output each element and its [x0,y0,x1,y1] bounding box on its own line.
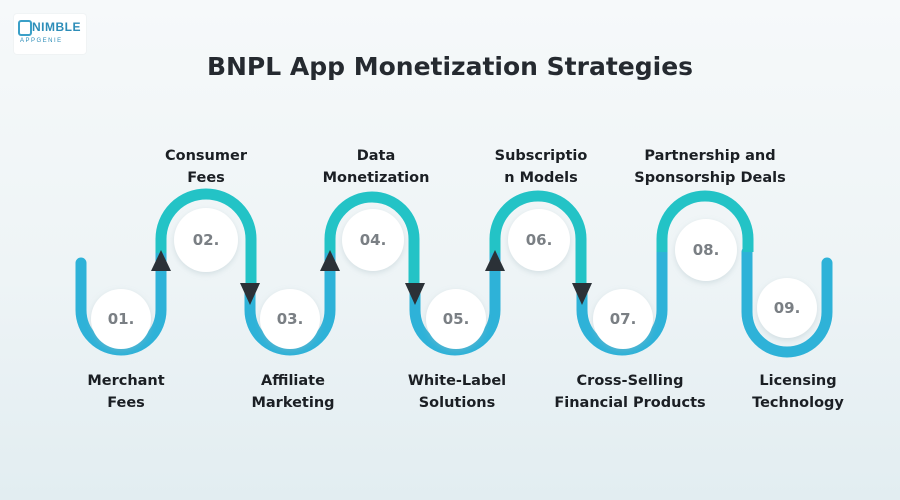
wave-loop-2 [155,188,257,284]
step-circle-07 [593,289,653,349]
page-title: BNPL App Monetization Strategies [206,52,694,81]
step-number-09: 09. [774,299,801,317]
step-label-line: Subscriptio [494,148,588,164]
company-logo: NIMBLE APPGENIE [14,14,86,54]
step-label-line: Fees [187,170,225,186]
step-label-02: Consumer Fees [121,145,291,189]
wave-loop-4 [324,191,420,284]
step-circle-03 [260,289,320,349]
step-label-line: White-Label [407,373,507,389]
step-label-05: White-Label Solutions [372,370,542,414]
step-label-line: Consumer [165,148,247,164]
step-label-line: Technology [752,395,844,411]
step-number-04: 04. [360,231,387,249]
step-number-03: 03. [277,310,304,328]
step-label-09: Licensing Technology [713,370,883,414]
step-label-line: Marketing [251,395,335,411]
step-label-line: Financial Products [554,395,706,411]
logo-subtitle: APPGENIE [20,38,63,44]
wave-loop-6 [489,190,587,284]
arrow-up-icon [320,250,340,271]
wave-loop-9 [741,246,833,358]
step-label-line: Sponsorship Deals [634,170,786,186]
step-number-02: 02. [193,231,220,249]
step-circle-04 [342,209,404,271]
step-number-08: 08. [693,241,720,259]
step-circle-08 [675,219,737,281]
step-label-line: Affiliate [261,373,325,389]
step-circle-09 [757,278,817,338]
step-circle-02 [174,208,238,272]
logo-mark-icon [18,20,32,36]
step-circle-01 [91,289,151,349]
step-label-01: Merchant Fees [41,370,211,414]
step-label-04: Data Monetization [291,145,461,189]
step-label-line: Data [356,148,396,164]
step-number-06: 06. [526,231,553,249]
step-number-07: 07. [610,310,637,328]
step-label-line: Cross-Selling [576,373,684,389]
step-circle-05 [426,289,486,349]
wave-loop-7 [576,252,668,356]
arrow-down-icon [405,283,425,305]
wave-loop-3 [244,253,336,356]
step-label-line: Partnership and [644,148,776,164]
arrow-up-icon [485,250,505,271]
step-circle-06 [508,209,570,271]
wave-loop-8 [656,190,754,252]
step-label-08: Partnership and Sponsorship Deals [625,145,795,189]
step-number-05: 05. [443,310,470,328]
step-label-line: Licensing [759,373,837,389]
step-number-01: 01. [108,310,135,328]
step-label-07: Cross-Selling Financial Products [545,370,715,414]
step-label-line: Merchant [87,373,165,389]
arrow-down-icon [572,283,592,305]
step-label-line: Solutions [418,395,496,411]
step-label-06: Subscriptio n Models [456,145,626,189]
arrow-down-icon [240,283,260,305]
logo-name: NIMBLE [32,20,81,34]
arrow-up-icon [151,250,171,271]
step-label-line: Fees [107,395,145,411]
wave-loop-1 [75,247,167,356]
step-label-line: Monetization [322,170,430,186]
step-label-03: Affiliate Marketing [208,370,378,414]
wave-loop-5 [409,253,501,356]
step-label-line: n Models [504,170,578,186]
